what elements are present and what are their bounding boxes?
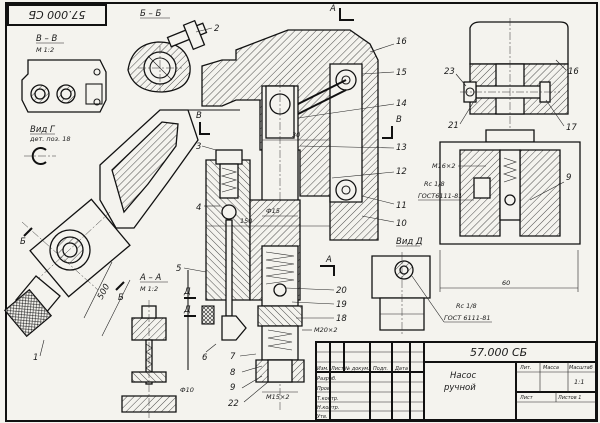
name-line2: ручной xyxy=(443,383,476,393)
section-aa-scale: М 1:2 xyxy=(140,285,158,293)
dim-m20: М20×2 xyxy=(314,326,337,334)
marker-d-bot: Д xyxy=(183,305,191,315)
hdr-list: Лист xyxy=(519,395,534,401)
dim-30: 30 xyxy=(292,131,300,139)
main-callouts: 3 4 5 6 7 8 9 22 10 11 12 13 14 15 16 18… xyxy=(176,37,407,409)
callout-16-right: 16 xyxy=(568,67,579,77)
dim-gost1: ГОСТ6111-81 xyxy=(418,192,462,200)
callout-19: 19 xyxy=(336,300,347,310)
marker-a-top: А xyxy=(329,4,336,14)
view-bb-title: Б – Б xyxy=(140,9,161,19)
callout-20: 20 xyxy=(336,286,347,296)
lever-assembly: 1 500 Б Б xyxy=(3,109,240,363)
col-izm: Изм. xyxy=(317,366,329,372)
callout-18: 18 xyxy=(336,314,347,324)
callout-11: 11 xyxy=(396,201,407,211)
pump-body-section: А 150 Ф15 30 В xyxy=(183,4,402,410)
dim-m15: М15×2 xyxy=(266,393,289,401)
row-utv: Утв. xyxy=(317,414,328,420)
marker-a-cut: А xyxy=(325,255,332,265)
sheet-frame xyxy=(5,2,598,422)
hdr-massa: Масса xyxy=(543,365,559,371)
view-g-sub: дет. поз. 18 xyxy=(29,135,71,143)
hdr-listov: Листов 1 xyxy=(557,395,581,401)
col-list: Лист xyxy=(330,366,345,372)
marker-b-cut2: Б xyxy=(118,293,124,303)
view-vv-scale: М 1:2 xyxy=(36,46,54,54)
callout-8: 8 xyxy=(230,368,236,378)
row-tkontr: Т.контр. xyxy=(317,396,339,402)
callout-17: 17 xyxy=(566,123,577,133)
callout-4: 4 xyxy=(196,203,201,213)
callout-1: 1 xyxy=(33,353,38,363)
col-data: Дата xyxy=(394,366,408,372)
hdr-masshtab: Масштаб xyxy=(569,365,593,371)
dim-m16: М16×2 xyxy=(432,162,455,170)
view-d-title: Вид Д xyxy=(396,237,423,247)
callout-3: 3 xyxy=(196,142,201,152)
title-code: 57.000 СБ xyxy=(470,346,527,359)
view-vv-title: В – В xyxy=(36,34,57,44)
callout-14: 14 xyxy=(396,99,407,109)
col-podp: Подп. xyxy=(373,366,388,372)
dim-500: 500 xyxy=(96,282,112,301)
row-nkontr: Н.контр. xyxy=(317,405,339,411)
callout-6: 6 xyxy=(202,353,208,363)
row-razrab: Разраб. xyxy=(317,376,337,382)
marker-b-cut1: Б xyxy=(20,237,26,247)
callout-23: 23 xyxy=(444,67,455,77)
dim-d10: Ф10 xyxy=(180,386,194,394)
head-section: 23 21 17 16 9 М16×2 Rc 1/8 ГОСТ6111-81 6… xyxy=(418,18,581,292)
callout-12: 12 xyxy=(396,167,407,177)
col-ndoc: № докум. xyxy=(344,366,370,372)
callout-9: 9 xyxy=(230,383,235,393)
callout-7: 7 xyxy=(230,352,236,362)
section-aa-title: А – А xyxy=(139,273,161,283)
dim-150: 150 xyxy=(240,217,252,225)
hdr-lit: Лит. xyxy=(519,365,532,371)
dim-d15: Ф15 xyxy=(266,207,280,215)
marker-b-right: В xyxy=(396,115,402,125)
view-g-title: Вид Г xyxy=(30,125,56,135)
marker-b-left: В xyxy=(196,111,202,121)
dim-60: 60 xyxy=(502,279,510,287)
dim-rc2: Rc 1/8 xyxy=(456,302,477,310)
callout-16: 16 xyxy=(396,37,407,47)
view-g: Вид Г дет. поз. 18 xyxy=(24,125,71,165)
dim-rc1: Rc 1/8 xyxy=(424,180,445,188)
section-aa: А – А М 1:2 Ф10 xyxy=(121,273,194,418)
callout-9-right: 9 xyxy=(566,173,571,183)
row-prov: Пров. xyxy=(317,386,332,392)
view-bb: Б – Б 2 xyxy=(127,9,219,93)
scale-value: 1:1 xyxy=(574,378,584,386)
callout-21: 21 xyxy=(448,121,459,131)
callout-13: 13 xyxy=(396,143,407,153)
name-line1: Насос xyxy=(450,371,476,381)
upside-code-text: 57.000 СБ xyxy=(28,8,85,21)
view-d: Вид Д Rc 1/8 ГОСТ 6111-81 xyxy=(371,237,492,336)
view-vv: В – В М 1:2 xyxy=(21,34,107,113)
callout-10: 10 xyxy=(396,219,407,229)
callout-22: 22 xyxy=(228,399,239,409)
upside-code-box: 57.000 СБ xyxy=(7,4,107,26)
callout-5: 5 xyxy=(176,264,181,274)
marker-d-top: Д xyxy=(183,287,191,297)
title-block: 57.000 СБ Изм. Лист № докум. Подп. Дата … xyxy=(315,341,597,421)
callout-2: 2 xyxy=(214,24,219,34)
dim-gost2: ГОСТ 6111-81 xyxy=(444,314,490,322)
callout-15: 15 xyxy=(396,68,407,78)
